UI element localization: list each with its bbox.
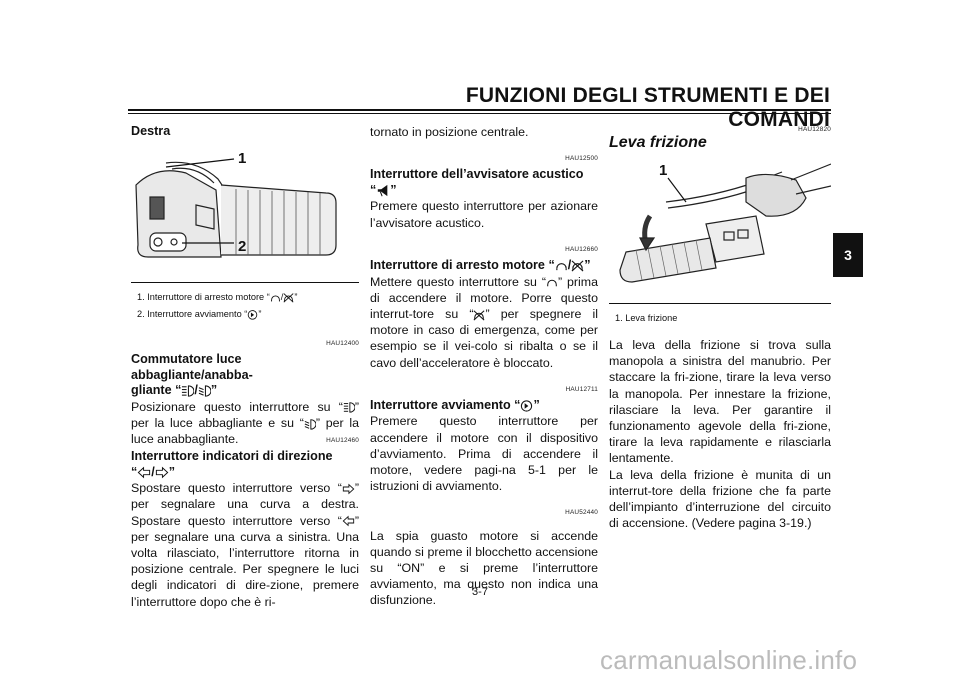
caption-clutch-lever: 1. Leva frizione [615, 313, 678, 323]
block-text: Premere questo interruttore per accender… [370, 414, 598, 494]
paragraph: La leva della frizione si trova sulla ma… [609, 338, 831, 466]
block-engine-stop-switch: HAU12660 Interruttore di arresto motore … [370, 242, 598, 371]
block-text: Premere questo interruttore per azionare… [370, 199, 598, 230]
block-code: HAU52440 [565, 509, 598, 517]
header-rule-thin [128, 113, 831, 114]
block-code: HAU12820 [798, 126, 831, 133]
chapter-tab: 3 [833, 233, 863, 277]
block-text: Posizionare questo interruttore su “” pe… [131, 399, 359, 447]
block-title: Interruttore indicatori di direzione “/” [131, 449, 333, 479]
figure-label-1: 1 [238, 150, 247, 167]
start-icon [521, 400, 533, 412]
block-title: Interruttore dell’avvisatore acustico “” [370, 167, 584, 197]
low-beam-icon [198, 385, 211, 397]
figure-captions: 1. Interruttore di arresto motore “/” 2.… [137, 290, 359, 322]
block-title: Commutatore luce abbagliante/anabba- gli… [131, 352, 253, 398]
block-code: HAU12460 [326, 437, 359, 444]
right-handlebar-figure [135, 158, 337, 258]
left-arrow-icon [138, 467, 151, 478]
caption-start-switch: 2. Interruttore avviamento “” [137, 309, 262, 320]
right-arrow-icon [155, 467, 168, 478]
start-icon [248, 310, 258, 320]
engine-stop-icon [283, 293, 295, 303]
block-code: HAU12500 [565, 155, 598, 163]
caption-rule [131, 282, 359, 283]
engine-stop-icon [473, 309, 486, 321]
block-text: La spia guasto motore si accende quando … [370, 528, 598, 608]
caption-stop-switch: 1. Interruttore di arresto motore “/” [137, 292, 298, 303]
block-dimmer-switch: HAU12400 Commutatore luce abbagliante/an… [131, 336, 359, 447]
page-number: 3-7 [472, 586, 488, 598]
block-text: Mettere questo interruttore su “” prima … [370, 274, 598, 370]
horn-icon [377, 184, 389, 197]
clutch-lever-figure [619, 163, 831, 283]
block-title: Interruttore di arresto motore “/” [370, 258, 591, 273]
figure-label-2: 2 [238, 238, 247, 255]
figure-label-1: 1 [659, 162, 668, 179]
caption-rule [609, 303, 831, 304]
high-beam-icon [343, 402, 355, 414]
block-engine-warning-note: HAU52440 La spia guasto motore si accend… [370, 505, 598, 608]
block-turn-signal-switch: HAU12460 Interruttore indicatori di dire… [131, 433, 359, 610]
block-text: Spostare questo interruttore verso “” pe… [131, 481, 359, 609]
block-title: Interruttore avviamento “” [370, 397, 540, 412]
engine-run-icon [556, 263, 567, 271]
block-code: HAU12711 [565, 385, 598, 393]
high-beam-icon [181, 385, 195, 397]
right-arrow-icon [342, 484, 354, 494]
left-arrow-icon [342, 516, 354, 527]
watermark-link[interactable]: carmanualsonline.info [600, 645, 858, 675]
block-code: HAU12660 [565, 245, 598, 253]
clutch-lever-description: La leva della frizione si trova sulla ma… [609, 337, 831, 531]
block-code: HAU12400 [326, 340, 359, 347]
engine-run-icon [547, 280, 557, 288]
paragraph: La leva della frizione è munita di un in… [609, 467, 831, 531]
block-start-switch: HAU12711 Interruttore avviamento “” Prem… [370, 382, 598, 495]
engine-stop-icon [571, 260, 584, 272]
low-beam-icon [304, 418, 316, 430]
header-rule [128, 109, 831, 111]
column-2: tornato in posizione centrale. HAU12500 … [370, 124, 598, 609]
continuation-text: tornato in posizione centrale. [370, 125, 529, 139]
section-heading: Destra [131, 124, 171, 138]
section-title-clutch-lever: Leva frizione [609, 134, 707, 151]
block-horn-switch: HAU12500 Interruttore dell’avvisatore ac… [370, 151, 598, 231]
engine-run-icon [270, 295, 280, 302]
